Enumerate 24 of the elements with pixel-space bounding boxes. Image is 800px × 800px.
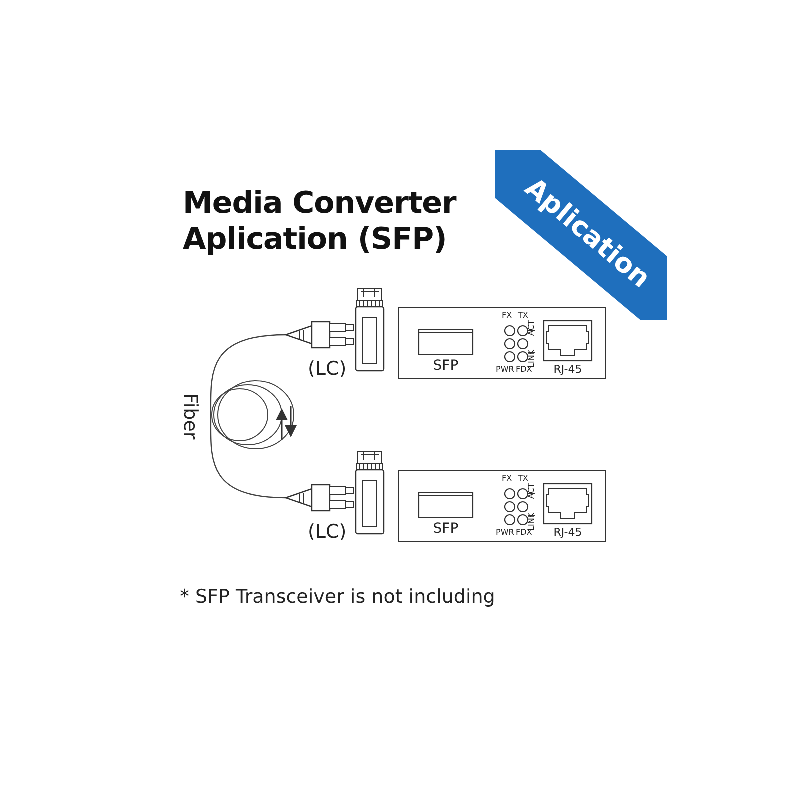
media-converter-panel xyxy=(398,307,606,379)
sfp-port: SFP xyxy=(417,326,475,374)
media-converter-panel xyxy=(398,470,606,542)
connector-label: (LC) xyxy=(308,523,347,542)
led-label: ACT xyxy=(528,320,536,336)
edge-label: Fiber xyxy=(180,392,200,440)
footnote: * SFP Transceiver is not including xyxy=(180,588,496,607)
led-label: LINK xyxy=(528,350,536,368)
led-label: TX xyxy=(518,312,528,320)
led-label: TX xyxy=(518,475,528,483)
led-label: FDX xyxy=(516,529,532,537)
led-label: ACT xyxy=(528,483,536,499)
sfp-transceiver-drawing xyxy=(355,451,387,535)
led-label: FX xyxy=(502,312,512,320)
sfp-transceiver-drawing xyxy=(355,288,387,372)
led-label: FX xyxy=(502,475,512,483)
fiber-line xyxy=(210,334,286,499)
led-label: LINK xyxy=(528,512,536,531)
led-label: PWR xyxy=(496,366,514,374)
sfp-port: SFP xyxy=(417,489,475,537)
led-label: FDX xyxy=(516,366,532,374)
led-label: PWR xyxy=(496,529,514,537)
diagram-title: Media Converter Aplication (SFP) xyxy=(183,186,458,258)
connector-label: (LC) xyxy=(308,360,347,379)
